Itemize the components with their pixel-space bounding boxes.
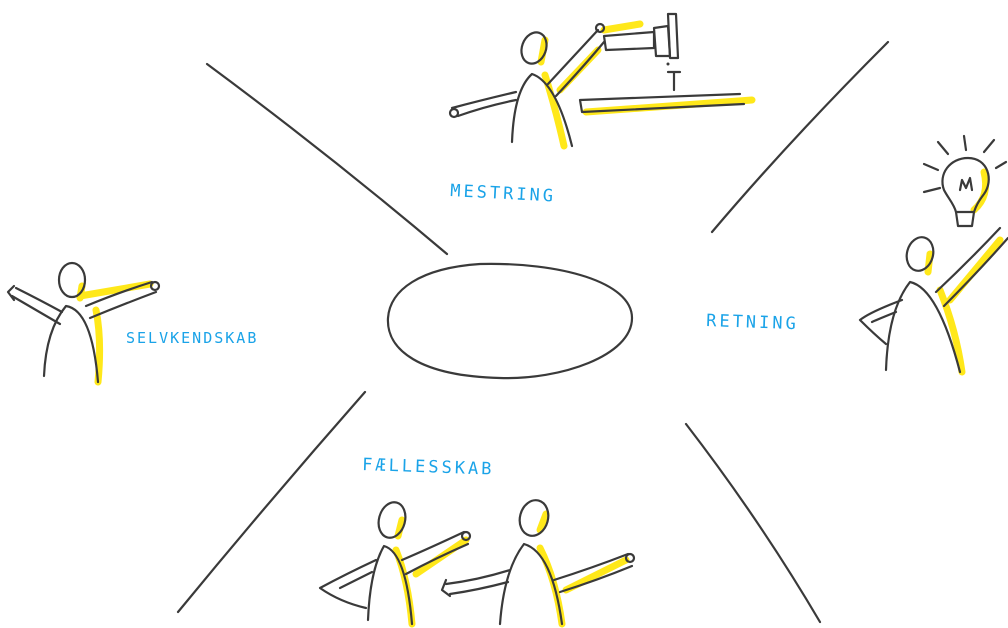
figure-faellesskab: [320, 497, 634, 624]
label-mestring: MESTRING: [450, 181, 557, 207]
figure-retning: [860, 136, 1008, 372]
divider-top-right: [712, 42, 888, 232]
nail: [668, 72, 680, 90]
figure-hammering: [450, 14, 752, 146]
divider-bottom-right: [686, 424, 820, 622]
figure-head: [517, 29, 550, 67]
center-ellipse: [388, 264, 632, 378]
label-faellesskab: FÆLLESSKAB: [362, 455, 495, 480]
divider-top-left: [207, 64, 447, 254]
figure-selvkendskab: [8, 263, 159, 382]
figure-head: [59, 263, 85, 297]
label-retning: RETNING: [706, 311, 799, 334]
hammer: [604, 32, 654, 50]
label-selvkendskab: SELVKENDSKAB: [126, 329, 258, 347]
